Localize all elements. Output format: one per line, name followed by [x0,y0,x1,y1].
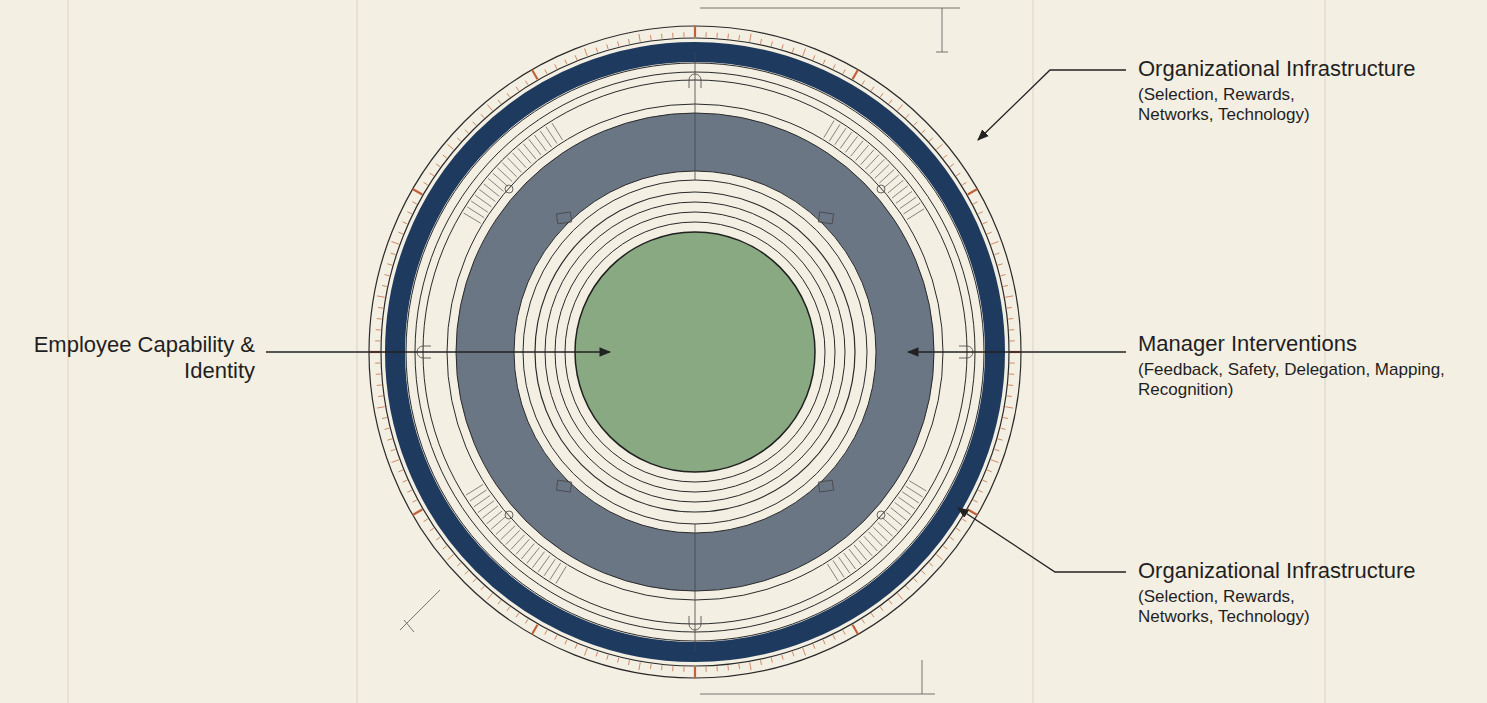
leader-lines [266,70,1126,572]
guide-lines [68,0,1325,703]
ring-detail: (Selection, Rewards, Networks, Technolog… [1138,587,1338,628]
ring-heading: Organizational Infrastructure [1138,558,1416,584]
ring-detail: (Feedback, Safety, Delegation, Mapping, … [1138,360,1458,401]
dimension-marks [400,8,960,694]
ring-detail: (Selection, Rewards, Networks, Technolog… [1138,85,1338,126]
ring-heading: Organizational Infrastructure [1138,56,1416,82]
center-label: Employee Capability & Identity [20,332,255,385]
ring-heading: Manager Interventions [1138,331,1357,357]
